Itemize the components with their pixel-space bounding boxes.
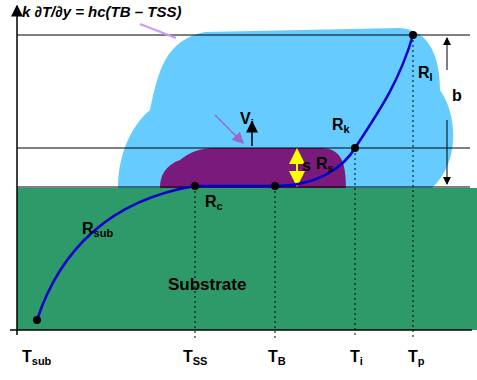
label: TSS — [183, 348, 207, 367]
label: Substrate — [168, 276, 246, 295]
label: TB — [268, 348, 286, 367]
temperature-curve — [37, 35, 413, 320]
liquid-drop — [118, 28, 453, 188]
label: Rc — [205, 193, 223, 212]
label: Rs — [316, 155, 334, 174]
substrate — [17, 188, 477, 330]
label: Vi — [240, 110, 254, 129]
label: Tsub — [22, 348, 51, 367]
label: Ti — [350, 348, 363, 367]
label: Rl — [418, 64, 433, 83]
label: s — [302, 157, 311, 175]
solid-splat — [160, 148, 346, 188]
label: b — [452, 87, 462, 105]
label: Tp — [408, 348, 425, 367]
boundary-formula: k ∂T/∂y = hc(TB – TSS) — [22, 4, 181, 21]
label: Rsub — [82, 220, 113, 239]
label: Rk — [332, 116, 350, 135]
